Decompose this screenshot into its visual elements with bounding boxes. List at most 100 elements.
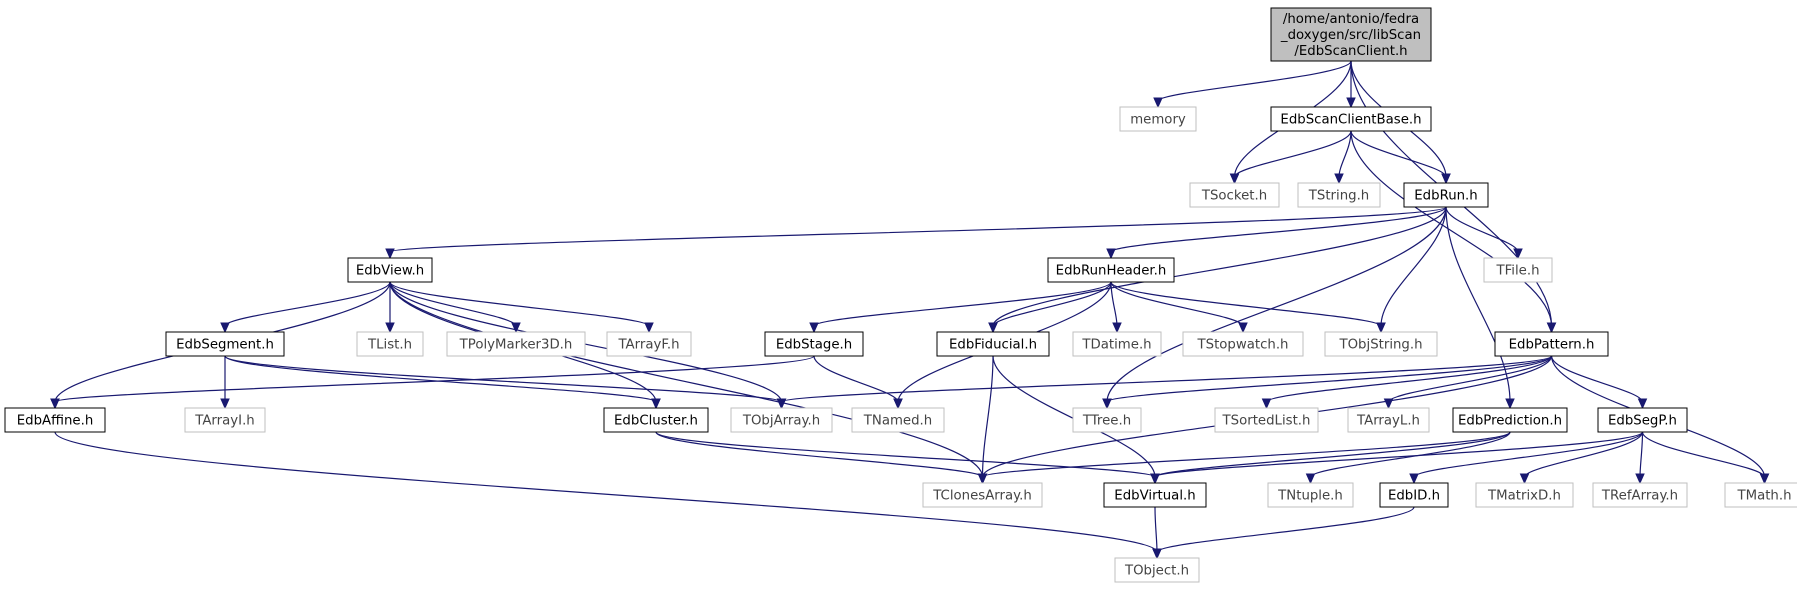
edge-EdbView-to-TPolyMarker3D (389, 281, 517, 327)
node-box-TArrayI (184, 407, 266, 433)
arrowhead-EdbScanClientBase-to-TSocket (1229, 173, 1240, 185)
node-TNamed: TNamed.h (851, 407, 945, 433)
arrowhead-EdbPattern-to-TTree (1102, 398, 1112, 410)
node-label-EdbSegP: EdbSegP.h (1608, 414, 1677, 429)
node-TObjArray: TObjArray.h (730, 407, 833, 433)
node-root[interactable]: /home/antonio/fedra_doxygen/src/libScan/… (1270, 7, 1432, 62)
node-TMath: TMath.h (1724, 482, 1797, 508)
edge-EdbPattern-to-TArrayL (1387, 355, 1553, 403)
node-box-EdbID[interactable] (1379, 482, 1449, 508)
arrowhead-EdbSegP-to-TMath (1759, 473, 1770, 485)
node-EdbView[interactable]: EdbView.h (347, 257, 433, 283)
edge-EdbRun-to-EdbRunHeader (1110, 206, 1447, 253)
node-EdbRun[interactable]: EdbRun.h (1403, 182, 1489, 208)
edge-EdbPattern-to-EdbSegP (1550, 355, 1644, 403)
arrowhead-EdbPrediction-to-TNtuple (1305, 473, 1316, 485)
node-box-EdbSegment[interactable] (165, 331, 285, 357)
arrowhead-EdbScanClientBase-to-EdbRun (1441, 173, 1451, 185)
node-TSocket: TSocket.h (1189, 182, 1280, 208)
node-EdbCluster[interactable]: EdbCluster.h (603, 407, 709, 433)
node-EdbFiducial[interactable]: EdbFiducial.h (936, 331, 1050, 357)
node-EdbVirtual[interactable]: EdbVirtual.h (1103, 482, 1207, 508)
node-box-TSortedList (1214, 407, 1319, 433)
node-box-TList (356, 331, 424, 357)
arrowhead-EdbPattern-to-TSortedList (1261, 398, 1272, 410)
node-box-TObjString (1324, 331, 1438, 357)
arrowhead-EdbScanClientBase-to-EdbPattern (1546, 322, 1557, 334)
node-box-EdbVirtual[interactable] (1103, 482, 1207, 508)
node-EdbScanClientBase[interactable]: EdbScanClientBase.h (1270, 106, 1432, 132)
arrowhead-EdbRunHeader-to-EdbStage (809, 322, 819, 334)
edge-EdbSegment-to-TObjArray (224, 355, 783, 403)
node-EdbAffine[interactable]: EdbAffine.h (4, 407, 106, 433)
edge-EdbPattern-to-TTree (1106, 355, 1553, 403)
arrowhead-EdbStage-to-TNamed (893, 398, 903, 410)
node-EdbStage[interactable]: EdbStage.h (764, 331, 864, 357)
node-label-TRefArray: TRefArray.h (1601, 489, 1678, 504)
node-EdbPrediction[interactable]: EdbPrediction.h (1452, 407, 1568, 433)
arrowhead-EdbPrediction-to-TClonesArray (977, 473, 988, 485)
node-label-TMatrixD: TMatrixD.h (1487, 489, 1561, 504)
edge-EdbStage-to-TNamed (813, 355, 899, 403)
node-box-TMath (1724, 482, 1797, 508)
node-label-EdbSegment: EdbSegment.h (176, 338, 274, 353)
node-box-EdbFiducial[interactable] (936, 331, 1050, 357)
node-TArrayF: TArrayF.h (606, 331, 692, 357)
node-box-EdbAffine[interactable] (4, 407, 106, 433)
node-box-TPolyMarker3D (446, 331, 586, 357)
node-box-TFile (1483, 257, 1553, 283)
edge-EdbRun-to-TTree (1106, 206, 1447, 403)
node-EdbID[interactable]: EdbID.h (1379, 482, 1449, 508)
node-label-TClonesArray: TClonesArray.h (932, 489, 1032, 504)
node-box-TStopwatch (1182, 331, 1304, 357)
node-EdbPattern[interactable]: EdbPattern.h (1494, 331, 1609, 357)
node-box-TMatrixD (1475, 482, 1574, 508)
edge-EdbPrediction-to-TNtuple (1309, 431, 1511, 478)
node-box-EdbStage[interactable] (764, 331, 864, 357)
arrowhead-EdbRunHeader-to-TObjString (1376, 322, 1386, 334)
node-TObjString: TObjString.h (1324, 331, 1438, 357)
node-box-EdbRunHeader[interactable] (1047, 257, 1175, 283)
edge-EdbFiducial-to-TClonesArray (981, 355, 994, 478)
node-TObject: TObject.h (1114, 557, 1200, 583)
node-box-EdbCluster[interactable] (603, 407, 709, 433)
node-label-TPolyMarker3D: TPolyMarker3D.h (459, 338, 573, 353)
node-EdbRunHeader[interactable]: EdbRunHeader.h (1047, 257, 1175, 283)
edge-EdbAffine-to-TObject (54, 431, 1158, 553)
node-box-TObject (1114, 557, 1200, 583)
edge-EdbView-to-EdbSegment (224, 281, 391, 327)
node-EdbSegP[interactable]: EdbSegP.h (1597, 407, 1688, 433)
node-label-TObject: TObject.h (1124, 564, 1189, 579)
node-label-TSocket: TSocket.h (1201, 189, 1267, 204)
node-TNtuple: TNtuple.h (1267, 482, 1354, 508)
edge-EdbRunHeader-to-TObjString (1110, 281, 1382, 327)
edge-EdbView-to-TClonesArray (389, 281, 984, 478)
edge-EdbScanClientBase-to-TSocket (1233, 130, 1352, 178)
node-box-TArrayF (606, 331, 692, 357)
edge-EdbScanClientBase-to-EdbRun (1350, 130, 1447, 178)
edge-EdbSegP-to-TRefArray (1639, 431, 1644, 478)
node-label-TString: TString.h (1308, 189, 1369, 204)
node-box-TDatime (1072, 331, 1162, 357)
node-box-EdbPrediction[interactable] (1452, 407, 1568, 433)
node-label-root-line-1: _doxygen/src/libScan (1280, 28, 1421, 43)
arrowhead-EdbRun-to-EdbRunHeader (1106, 248, 1116, 260)
node-box-root[interactable] (1270, 7, 1432, 62)
edge-EdbRun-to-EdbView (389, 206, 1447, 253)
node-label-EdbScanClientBase: EdbScanClientBase.h (1280, 113, 1421, 128)
node-box-EdbView[interactable] (347, 257, 433, 283)
arrowhead-EdbSegP-to-EdbVirtual (1150, 473, 1160, 485)
edge-EdbPattern-to-TObjArray (780, 355, 1553, 403)
arrowhead-EdbPattern-to-EdbSegP (1637, 398, 1648, 410)
node-box-EdbPattern[interactable] (1494, 331, 1609, 357)
node-box-EdbSegP[interactable] (1597, 407, 1688, 433)
node-TArrayI: TArrayI.h (184, 407, 266, 433)
node-box-EdbScanClientBase[interactable] (1270, 106, 1432, 132)
arrowhead-EdbRunHeader-to-EdbFiducial (988, 322, 998, 334)
node-label-EdbPrediction: EdbPrediction.h (1458, 414, 1562, 429)
node-TFile: TFile.h (1483, 257, 1553, 283)
node-box-EdbRun[interactable] (1403, 182, 1489, 208)
node-label-root-line-0: /home/antonio/fedra (1283, 12, 1419, 27)
node-EdbSegment[interactable]: EdbSegment.h (165, 331, 285, 357)
arrowhead-EdbView-to-TArrayF (644, 322, 654, 334)
